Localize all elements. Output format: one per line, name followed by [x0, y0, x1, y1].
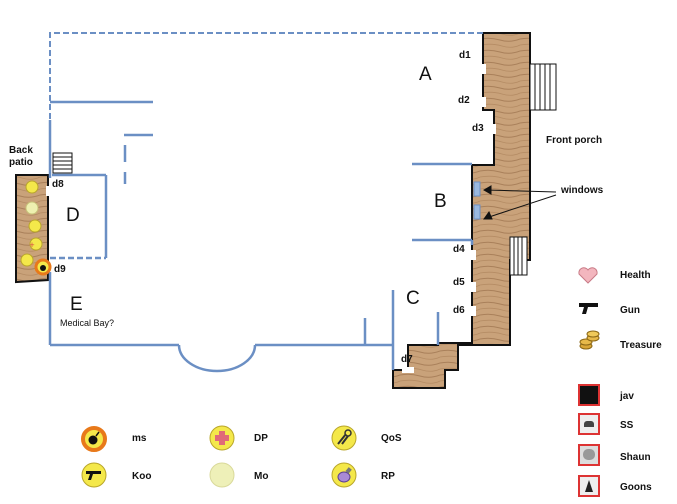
heart-icon	[578, 267, 598, 284]
windows-label: windows	[561, 185, 604, 196]
gun-token-icon	[81, 462, 107, 488]
door-label-d8: d8	[52, 179, 64, 190]
room-label-e: E	[70, 294, 83, 315]
player-koo-label: Koo	[132, 471, 152, 482]
plus-token-icon	[209, 425, 235, 451]
svg-text:+: +	[29, 240, 34, 250]
bay-window	[177, 344, 257, 373]
room-label-c: C	[406, 288, 420, 309]
blank-token-icon	[209, 462, 235, 488]
legend-gun-label: Gun	[620, 305, 640, 316]
door-label-d6: d6	[453, 305, 465, 316]
player-mo-label: Mo	[254, 471, 269, 482]
pliers-token-icon	[331, 425, 357, 451]
bomb-token-icon	[81, 426, 107, 452]
jav-icon	[578, 384, 600, 406]
front-stairs-upper	[529, 63, 557, 111]
door-label-d9: d9	[54, 264, 66, 275]
room-label-b: B	[434, 191, 447, 212]
back-patio-label: Back patio	[9, 145, 33, 168]
treasure-icon	[579, 330, 600, 350]
patio-tokens: +	[20, 180, 52, 276]
legend-health-label: Health	[620, 270, 651, 281]
room-e-subtitle: Medical Bay?	[60, 318, 115, 328]
legend-treasure-label: Treasure	[620, 340, 662, 351]
front-porch-label: Front porch	[546, 135, 603, 146]
player-rp-label: RP	[381, 471, 395, 482]
door-label-d1: d1	[459, 50, 471, 61]
room-label-a: A	[419, 64, 432, 85]
player-dp-label: DP	[254, 433, 268, 444]
legend-goons-label: Goons	[620, 482, 652, 493]
potion-token-icon	[331, 462, 357, 488]
back-stairs	[52, 152, 73, 174]
ss-icon	[578, 413, 600, 435]
shaun-icon	[578, 444, 600, 466]
goons-icon	[578, 475, 600, 497]
door-label-d4: d4	[453, 244, 465, 255]
room-label-d: D	[66, 205, 80, 226]
front-stairs-lower	[509, 236, 528, 276]
legend-ss-label: SS	[620, 420, 634, 431]
window-arrows	[482, 185, 557, 220]
gun-icon	[579, 303, 598, 314]
walls	[48, 100, 474, 370]
legend-shaun-label: Shaun	[620, 452, 651, 463]
window-1[interactable]	[473, 181, 481, 197]
door-label-d2: d2	[458, 95, 470, 106]
player-qos-label: QoS	[381, 433, 402, 444]
door-label-d7: d7	[401, 354, 413, 365]
player-ms-label: ms	[132, 433, 147, 444]
door-label-d3: d3	[472, 123, 484, 134]
legend-jav-label: jav	[620, 391, 634, 402]
door-label-d5: d5	[453, 277, 465, 288]
window-2[interactable]	[473, 204, 481, 220]
dashed-outer-wall	[49, 32, 483, 120]
